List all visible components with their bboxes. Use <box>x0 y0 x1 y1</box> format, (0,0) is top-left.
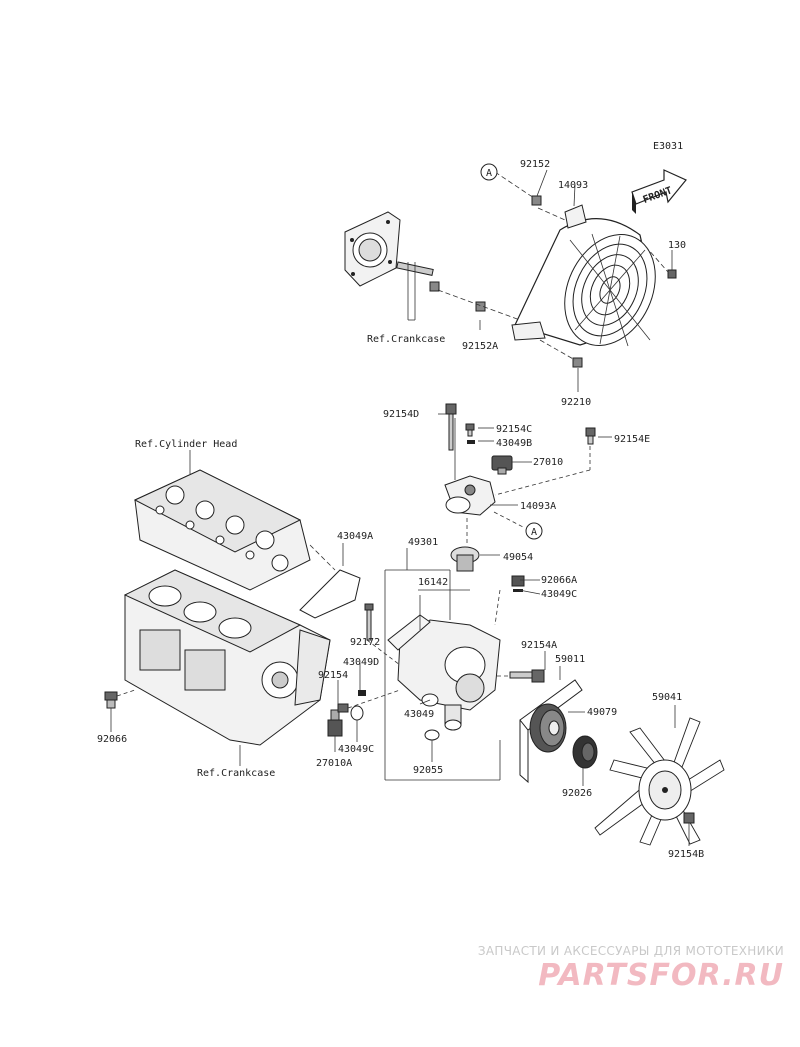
part-label-27010: 27010 <box>533 457 563 468</box>
bolt <box>667 269 677 279</box>
cylinder-block <box>123 569 331 746</box>
long-bolt <box>445 403 457 451</box>
callout-a-bottom-label: A <box>531 527 537 538</box>
part-label-43049c-bottom: 43049C <box>338 744 374 755</box>
diagram-code: E3031 <box>653 141 683 152</box>
part-label-92172: 92172 <box>350 637 380 648</box>
drain-plug <box>104 691 118 709</box>
part-label-92154b: 92154B <box>668 849 704 860</box>
gasket-washer <box>467 440 475 444</box>
part-label-92210: 92210 <box>561 397 591 408</box>
callout-a-bottom: A <box>525 522 543 540</box>
part-label-43049b: 43049B <box>496 438 532 449</box>
watermark: ЗАПЧАСТИ И АКСЕССУАРЫ ДЛЯ МОТОТЕХНИКИ PA… <box>478 944 784 993</box>
part-label-92066: 92066 <box>97 734 127 745</box>
plug-bolt <box>364 575 545 683</box>
part-label-27010a: 27010A <box>316 758 352 769</box>
water-pump-gasket <box>299 569 361 619</box>
fan-shroud <box>511 204 656 347</box>
thermostat <box>450 546 480 572</box>
part-label-59011: 59011 <box>555 654 585 665</box>
part-label-59041: 59041 <box>652 692 682 703</box>
part-label-92152a: 92152A <box>462 341 498 352</box>
cooling-fan <box>594 717 725 846</box>
part-label-92154c: 92154C <box>496 424 532 435</box>
part-label-43049c-top: 43049C <box>541 589 577 600</box>
part-label-14093a: 14093A <box>520 501 556 512</box>
fan-belt <box>519 679 583 784</box>
part-label-14093: 14093 <box>558 180 588 191</box>
part-label-49079: 49079 <box>587 707 617 718</box>
fan-spacer <box>572 735 598 769</box>
part-label-92154d: 92154D <box>383 409 419 420</box>
temperature-sensor <box>491 455 513 475</box>
part-label-130: 130 <box>668 240 686 251</box>
part-label-49054: 49054 <box>503 552 533 563</box>
part-label-92154e: 92154E <box>614 434 650 445</box>
part-label-43049: 43049 <box>404 709 434 720</box>
water-pump-body <box>387 614 501 731</box>
fan-bolt <box>683 812 695 824</box>
crankcase-mount-plate <box>344 211 401 287</box>
watermark-subtitle: ЗАПЧАСТИ И АКСЕССУАРЫ ДЛЯ МОТОТЕХНИКИ <box>477 944 784 958</box>
ref-cylinder-head: Ref.Cylinder Head <box>135 439 237 450</box>
ref-crankcase-top: Ref.Crankcase <box>367 334 445 345</box>
small-bolt <box>465 423 596 445</box>
temperature-switch <box>327 703 349 737</box>
part-label-16142: 16142 <box>418 577 448 588</box>
part-label-92154a: 92154A <box>521 640 557 651</box>
part-label-43049a: 43049A <box>337 531 373 542</box>
part-label-43049d: 43049D <box>343 657 379 668</box>
front-arrow-icon: FRONT <box>631 169 687 214</box>
part-label-92055: 92055 <box>413 765 443 776</box>
washer <box>513 589 523 592</box>
cylinder-head <box>133 469 311 591</box>
part-label-92154: 92154 <box>318 670 348 681</box>
part-label-49301: 49301 <box>408 537 438 548</box>
ref-crankcase-bottom: Ref.Crankcase <box>197 768 275 779</box>
callout-a-top-label: A <box>486 168 492 179</box>
callout-a-top: A <box>480 163 498 181</box>
watermark-logo: PARTSFOR.RU <box>538 958 784 993</box>
part-label-92152: 92152 <box>520 159 550 170</box>
nut <box>429 195 583 368</box>
part-label-92026: 92026 <box>562 788 592 799</box>
fan-pulley <box>529 703 567 753</box>
part-label-92066a: 92066A <box>541 575 577 586</box>
thermostat-housing <box>444 475 496 516</box>
